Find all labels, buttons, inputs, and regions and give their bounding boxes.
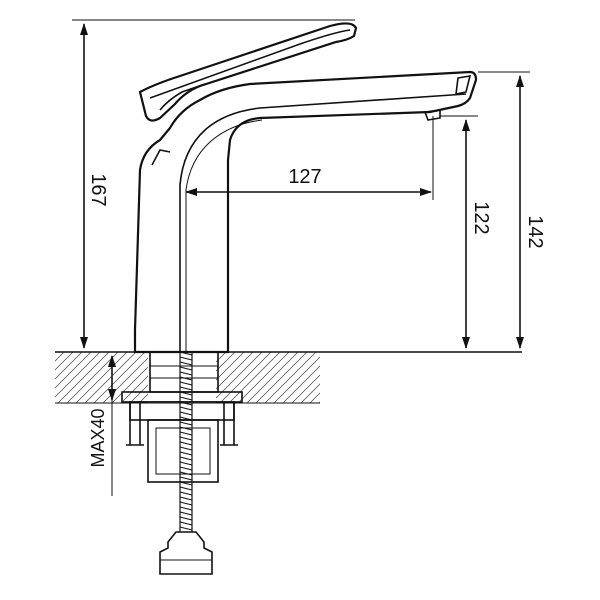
dim-label-spout-reach: 127 xyxy=(288,166,321,188)
hex-connector xyxy=(159,531,213,575)
lever-inner-line xyxy=(159,83,206,111)
dim-label-total-height: 167 xyxy=(87,173,109,206)
dim-spout-reach: 127 xyxy=(185,116,434,200)
faucet-inner-contour-2 xyxy=(185,119,263,352)
mounting-assembly xyxy=(121,351,243,575)
lever-handle xyxy=(138,22,358,122)
faucet-body xyxy=(133,70,478,354)
lever-edge-line xyxy=(149,29,351,99)
body-notch xyxy=(151,149,171,166)
countertop-section xyxy=(55,351,522,404)
dim-total-height: 167 xyxy=(72,19,355,349)
dim-label-spout-height: 142 xyxy=(524,215,546,248)
dim-spout-height: 142 xyxy=(478,71,546,349)
faucet-outline xyxy=(133,70,478,354)
dim-max-deck: MAX40 xyxy=(88,355,145,496)
lever-outline xyxy=(138,22,358,122)
mount-bracket xyxy=(147,419,219,483)
faucet-inner-contour xyxy=(179,93,467,352)
threaded-rod xyxy=(179,351,193,532)
aerator xyxy=(423,109,441,121)
dim-label-max-deck: MAX40 xyxy=(88,408,108,467)
dim-spout-clearance: 122 xyxy=(440,115,492,349)
dim-label-spout-clearance: 122 xyxy=(470,201,492,234)
spout-tip xyxy=(455,75,472,96)
